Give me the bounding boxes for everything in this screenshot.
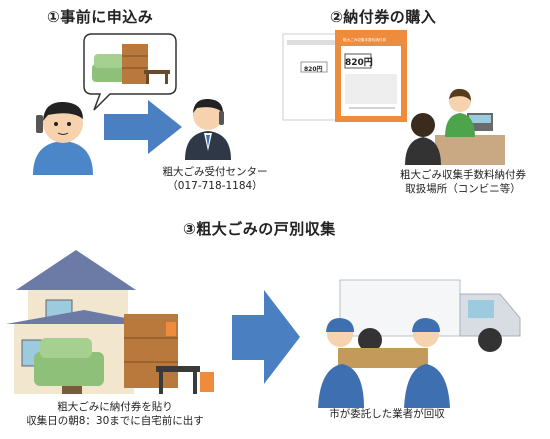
cashier-icon xyxy=(405,88,505,165)
reception-center-name: 粗大ごみ受付センター xyxy=(162,166,268,178)
step2-title: ②納付券の購入 xyxy=(330,8,437,26)
collection-line: 市が委託した業者が回収 xyxy=(329,408,445,420)
ticket-header: 粗大ごみ収集手数料納付券 xyxy=(343,38,387,42)
operator-icon xyxy=(185,98,231,160)
step3-title: ③粗大ごみの戸別収集 xyxy=(183,220,336,238)
truck-icon xyxy=(339,279,521,352)
ticket-icon xyxy=(282,30,407,122)
ticket-shop-caption: 粗大ごみ収集手数料納付券 取扱場所（コンビニ等） xyxy=(383,168,543,196)
reception-center-phone: （017-718-1184） xyxy=(167,180,263,192)
putout-caption: 粗大ごみに納付券を貼り 収集日の朝8：30までに自宅前に出す xyxy=(0,400,230,428)
ticket-amount: 820円 xyxy=(345,58,373,68)
putout-line1: 粗大ごみに納付券を貼り xyxy=(57,401,173,413)
phone-person-icon xyxy=(33,101,93,175)
ticket-shop-note: 取扱場所（コンビニ等） xyxy=(405,183,521,195)
reception-center-caption: 粗大ごみ受付センター （017-718-1184） xyxy=(150,165,280,193)
ticket-left-amount: 820円 xyxy=(304,66,323,73)
ticket-shop-name: 粗大ごみ収集手数料納付券 xyxy=(400,169,526,181)
house-icon xyxy=(6,250,214,394)
arrow-icon xyxy=(232,290,300,384)
putout-line2: 収集日の朝8：30までに自宅前に出す xyxy=(26,415,204,427)
arrow-icon xyxy=(104,100,182,154)
workers-icon xyxy=(318,318,450,408)
step1-title: ①事前に申込み xyxy=(47,8,154,26)
speech-bubble-icon xyxy=(83,33,177,111)
collection-caption: 市が委託した業者が回収 xyxy=(322,407,452,421)
